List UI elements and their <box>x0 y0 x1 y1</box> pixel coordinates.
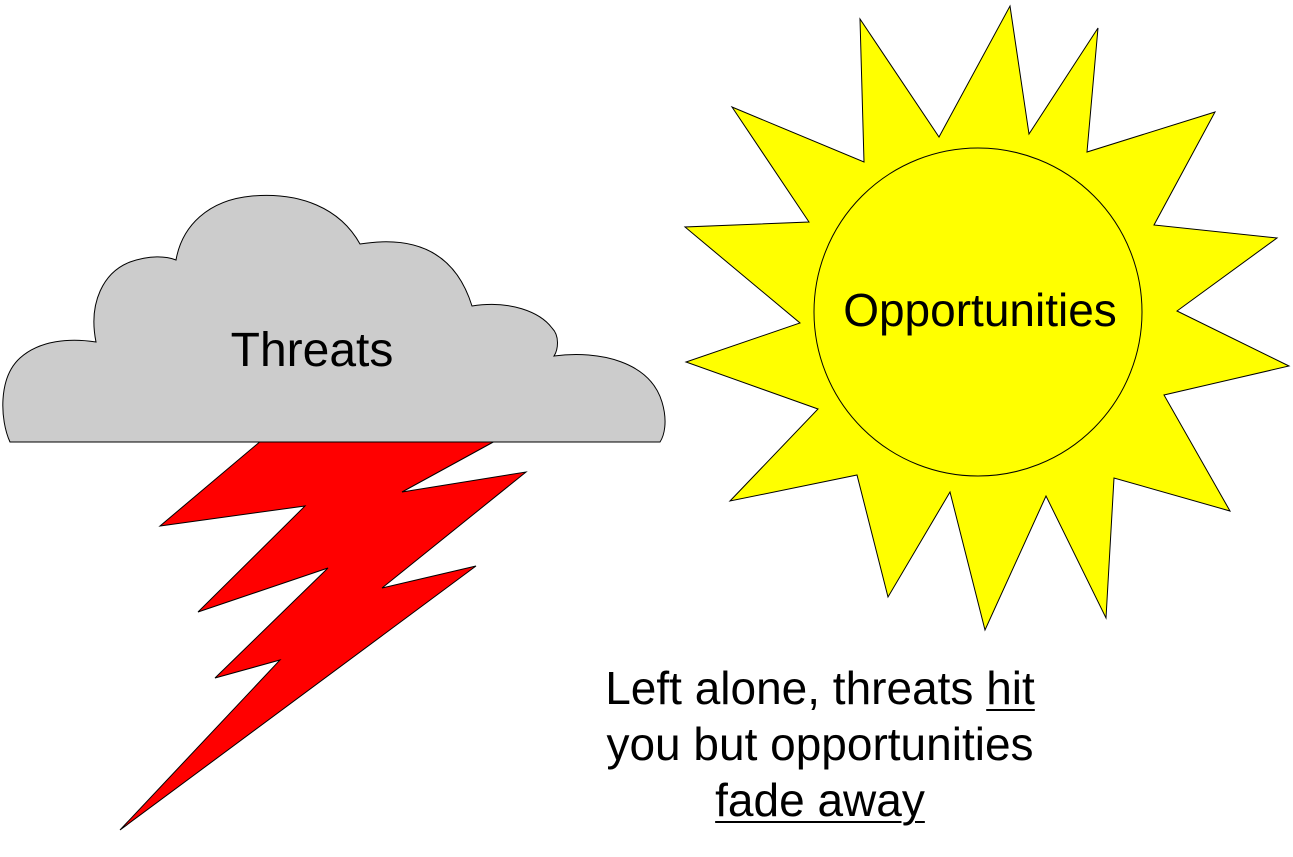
caption-line-1: Left alone, threats hit <box>520 660 1120 716</box>
cloud-icon <box>3 195 665 442</box>
lightning-bolt-icon <box>120 440 526 830</box>
threats-label: Threats <box>231 324 394 377</box>
caption-line-3: fade away <box>520 772 1120 828</box>
caption: Left alone, threats hit you but opportun… <box>520 660 1120 828</box>
caption-hit: hit <box>986 662 1035 714</box>
opportunities-label: Opportunities <box>843 284 1117 336</box>
caption-line-2: you but opportunities <box>520 716 1120 772</box>
caption-text-1: Left alone, threats <box>605 662 986 714</box>
caption-fade-away: fade away <box>715 774 925 826</box>
